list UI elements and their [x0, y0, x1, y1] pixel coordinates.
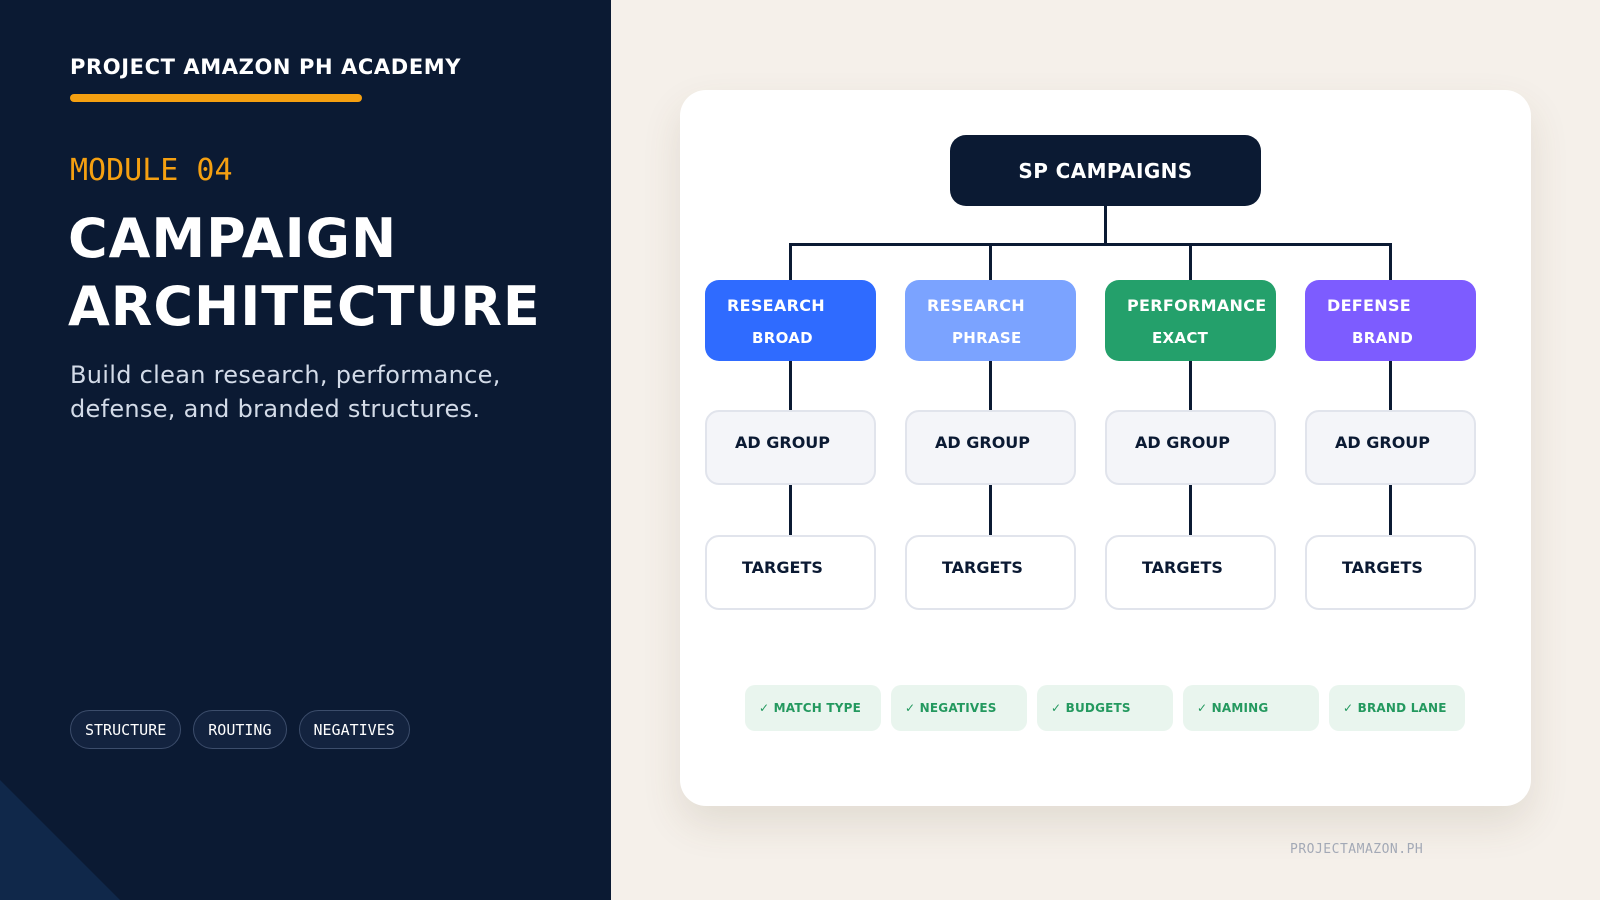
campaign-match: BRAND [1352, 329, 1414, 347]
campaign-match: EXACT [1152, 329, 1209, 347]
campaign-type: RESEARCH [727, 296, 825, 315]
adgroup-targets-connector-4 [1389, 485, 1392, 537]
ad-group-label: AD GROUP [1335, 433, 1431, 452]
corner-decoration [0, 780, 120, 900]
adgroup-targets-connector-1 [789, 485, 792, 537]
camp-adgroup-connector-1 [789, 360, 792, 412]
ad-group-node-1: AD GROUP [705, 410, 876, 485]
adgroup-targets-connector-2 [989, 485, 992, 537]
check-budgets: ✓ BUDGETS [1037, 685, 1173, 731]
campaign-node-defense-brand: DEFENSE BRAND [1305, 280, 1476, 361]
branch-connector [789, 243, 1392, 246]
campaign-node-research-phrase: RESEARCH PHRASE [905, 280, 1076, 361]
campaign-node-performance-exact: PERFORMANCE EXACT [1105, 280, 1276, 361]
drop-connector-2 [989, 243, 992, 281]
ad-group-node-4: AD GROUP [1305, 410, 1476, 485]
title-line-1: CAMPAIGN [68, 207, 398, 270]
targets-node-1: TARGETS [705, 535, 876, 610]
campaign-match: BROAD [752, 329, 813, 347]
targets-node-2: TARGETS [905, 535, 1076, 610]
page-title: CAMPAIGN ARCHITECTURE [68, 205, 541, 341]
checklist: ✓ MATCH TYPE ✓ NEGATIVES ✓ BUDGETS ✓ NAM… [745, 685, 1465, 731]
check-negatives: ✓ NEGATIVES [891, 685, 1027, 731]
footer-url: PROJECTAMAZON.PH [1290, 842, 1424, 857]
adgroup-targets-connector-3 [1189, 485, 1192, 537]
targets-label: TARGETS [742, 558, 823, 577]
targets-label: TARGETS [1342, 558, 1423, 577]
ad-group-label: AD GROUP [735, 433, 831, 452]
campaign-type: RESEARCH [927, 296, 1025, 315]
tag-negatives: NEGATIVES [298, 710, 410, 749]
module-label: MODULE 04 [70, 153, 233, 188]
ad-group-label: AD GROUP [1135, 433, 1231, 452]
tag-structure: STRUCTURE [70, 710, 182, 749]
page-subtitle: Build clean research, performance, defen… [70, 361, 501, 423]
targets-node-4: TARGETS [1305, 535, 1476, 610]
ad-group-node-2: AD GROUP [905, 410, 1076, 485]
drop-connector-3 [1189, 243, 1192, 281]
tag-list: STRUCTURE ROUTING NEGATIVES [70, 710, 410, 749]
root-connector [1104, 205, 1107, 245]
check-match-type: ✓ MATCH TYPE [745, 685, 881, 731]
targets-label: TARGETS [1142, 558, 1223, 577]
ad-group-label: AD GROUP [935, 433, 1031, 452]
campaign-match: PHRASE [952, 329, 1022, 347]
check-brand-lane: ✓ BRAND LANE [1329, 685, 1465, 731]
brand-name: PROJECT AMAZON PH ACADEMY [70, 55, 462, 79]
drop-connector-4 [1389, 243, 1392, 281]
campaign-node-research-broad: RESEARCH BROAD [705, 280, 876, 361]
tag-routing: ROUTING [193, 710, 287, 749]
camp-adgroup-connector-3 [1189, 360, 1192, 412]
camp-adgroup-connector-2 [989, 360, 992, 412]
campaign-type: PERFORMANCE [1127, 296, 1267, 315]
targets-node-3: TARGETS [1105, 535, 1276, 610]
left-panel: PROJECT AMAZON PH ACADEMY MODULE 04 CAMP… [0, 0, 611, 900]
brand-underline [70, 94, 362, 102]
targets-label: TARGETS [942, 558, 1023, 577]
ad-group-node-3: AD GROUP [1105, 410, 1276, 485]
root-node-sp-campaigns: SP CAMPAIGNS [950, 135, 1261, 206]
title-line-2: ARCHITECTURE [68, 275, 541, 338]
campaign-type: DEFENSE [1327, 296, 1412, 315]
camp-adgroup-connector-4 [1389, 360, 1392, 412]
drop-connector-1 [789, 243, 792, 281]
check-naming: ✓ NAMING [1183, 685, 1319, 731]
